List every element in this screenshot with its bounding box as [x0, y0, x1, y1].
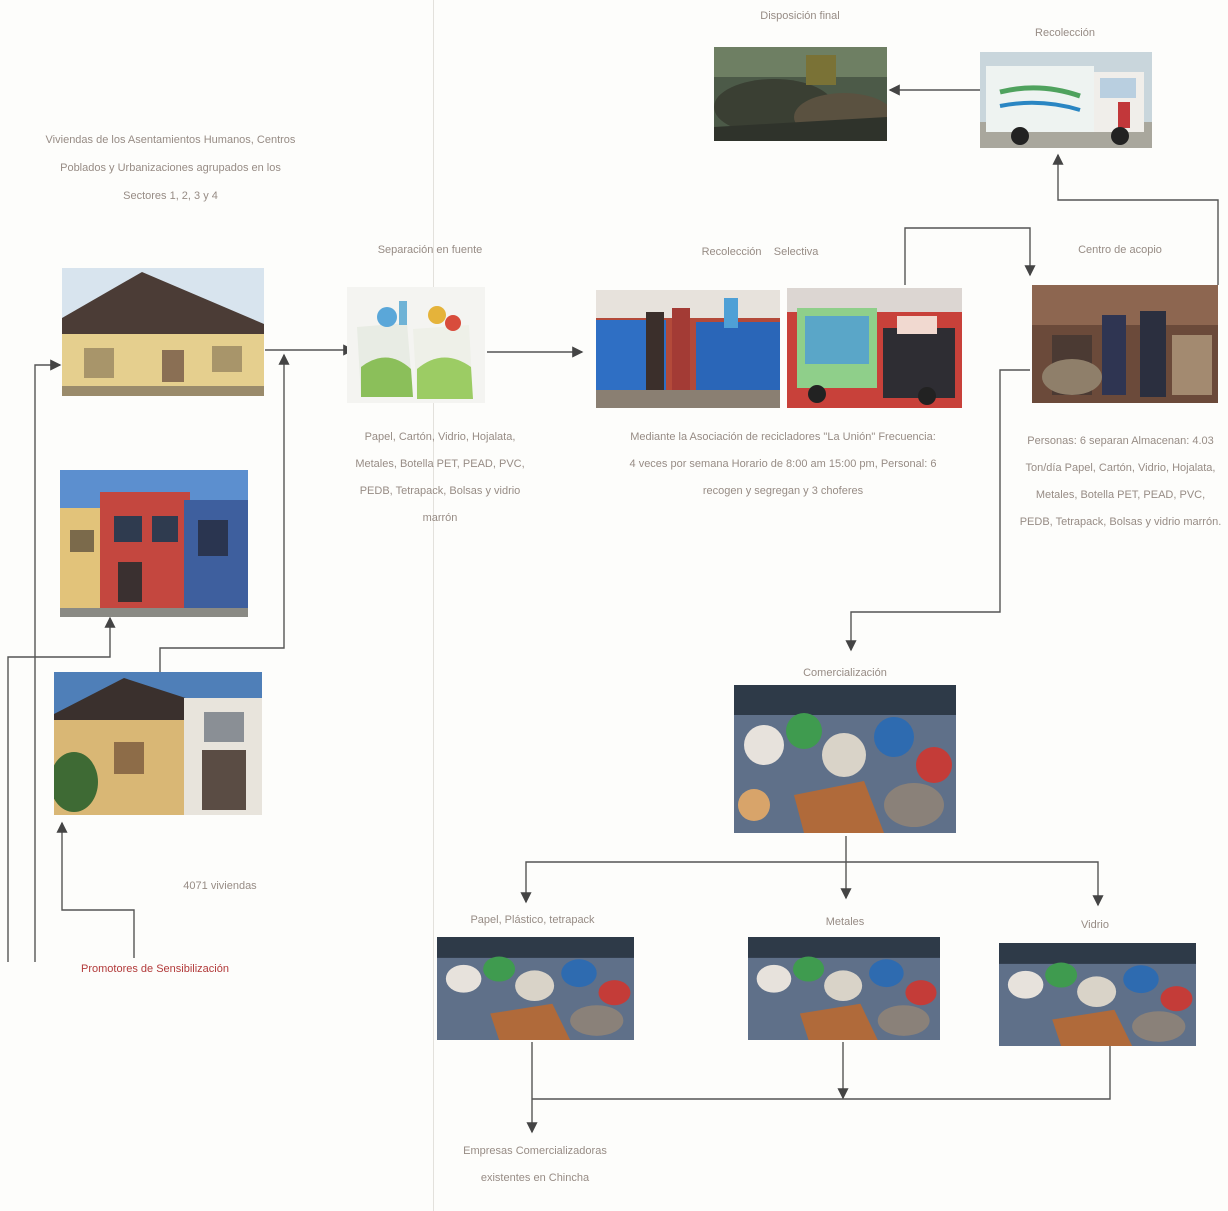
- garbage-truck-photo: [980, 52, 1152, 148]
- landfill-photo: [714, 47, 887, 141]
- separacion-title: Separación en fuente: [377, 244, 483, 256]
- recycler-tricycles-photo: [596, 290, 780, 408]
- comercializacion-title: Comercialización: [803, 667, 887, 679]
- metales-market-photo: [748, 937, 940, 1040]
- arrow-promotores-to-house1: [34, 359, 62, 962]
- viviendas-title: Viviendas de los Asentamientos Humanos, …: [45, 134, 296, 202]
- viviendas-count: 4071 viviendas: [183, 880, 257, 892]
- separacion-description: Papel, Cartón, Vidrio, Hojalata, Metales…: [355, 431, 525, 524]
- arrow-promotores-to-house3: [56, 821, 135, 958]
- metales-title: Metales: [825, 916, 865, 928]
- promotores-label: Promotores de Sensibilización: [81, 963, 229, 975]
- recycler-truck-photo: [787, 288, 962, 408]
- papel-market-photo: [437, 937, 634, 1040]
- collection-center-photo: [1032, 285, 1218, 403]
- arrow-comer-to-vidrio: [846, 861, 1104, 907]
- arrow-acopio-to-comercializacion: [845, 369, 1030, 652]
- vidrio-title: Vidrio: [1081, 919, 1109, 931]
- disposicion-title: Disposición final: [760, 10, 840, 22]
- papel-title: Papel, Plástico, tetrapack: [470, 914, 595, 926]
- arrow-vidrio-to-bus: [532, 1046, 1111, 1100]
- scan-fold-line: [433, 0, 434, 1211]
- arrow-acopio-to-recoleccion: [1052, 153, 1219, 285]
- recoleccion-title: Recolección: [1035, 27, 1095, 39]
- acopio-title: Centro de acopio: [1078, 244, 1162, 256]
- house-photo-3: [54, 672, 262, 815]
- house-photo-2: [60, 470, 248, 617]
- selectiva-title: Recolección Selectiva: [701, 246, 819, 258]
- acopio-description: Personas: 6 separan Almacenan: 4.03 Ton/…: [1019, 435, 1222, 528]
- house-photo-1: [62, 268, 264, 396]
- empresas-label: Empresas Comercializadoras existentes en…: [463, 1145, 607, 1184]
- arrow-house3-up: [159, 353, 290, 672]
- arrow-selectiva-to-acopio: [904, 227, 1036, 285]
- vidrio-market-photo: [999, 943, 1196, 1046]
- market-photo: [734, 685, 956, 833]
- selectiva-description: Mediante la Asociación de recicladores "…: [629, 431, 937, 497]
- arrow-comer-to-papel: [520, 861, 846, 904]
- recycling-bags-photo: [347, 287, 485, 403]
- arrow-promotores-to-house2: [7, 616, 116, 962]
